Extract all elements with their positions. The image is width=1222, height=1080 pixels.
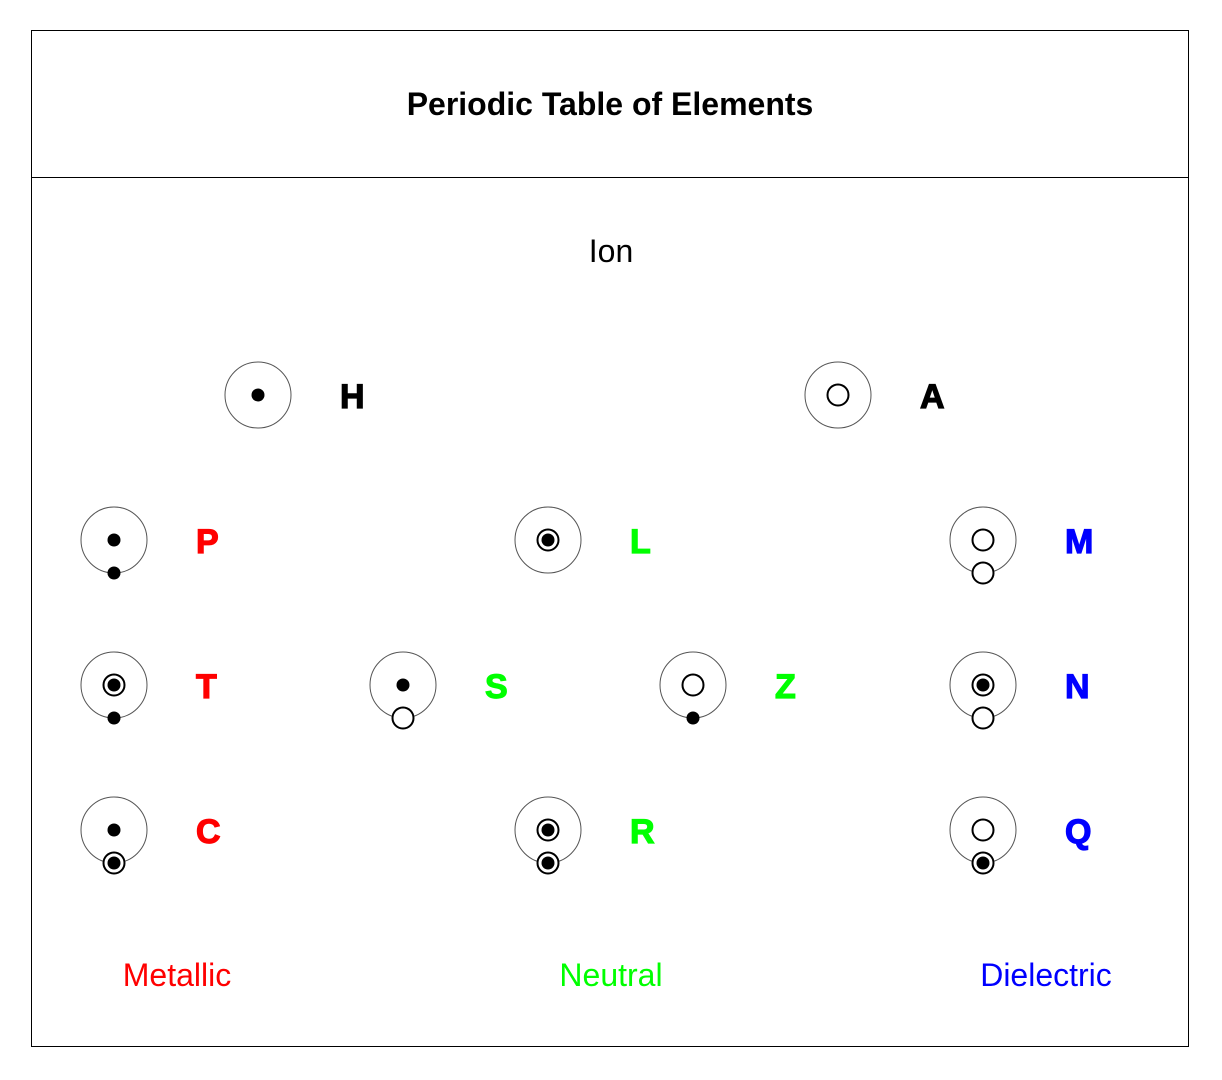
- center-ring: [826, 383, 850, 407]
- satellite-dot: [107, 856, 121, 870]
- element-symbol: N: [1065, 668, 1090, 706]
- element-symbol: M: [1065, 523, 1093, 561]
- page-title: Periodic Table of Elements: [406, 85, 814, 122]
- ion-label: Ion: [589, 233, 633, 269]
- center-dot: [976, 678, 990, 692]
- element-p: P: [80, 506, 219, 580]
- element-symbol: T: [196, 668, 217, 706]
- center-dot: [107, 533, 121, 547]
- satellite-ring: [971, 561, 995, 585]
- element-symbol: P: [196, 523, 219, 561]
- center-dot: [541, 533, 555, 547]
- element-n: N: [949, 651, 1090, 730]
- element-symbol: S: [485, 668, 508, 706]
- satellite-ring: [391, 706, 415, 730]
- satellite-dot: [541, 856, 555, 870]
- element-symbol: L: [630, 523, 651, 561]
- element-r: R: [514, 796, 655, 875]
- element-symbol: Q: [1065, 813, 1091, 851]
- center-dot: [396, 678, 410, 692]
- element-symbol: Z: [775, 668, 796, 706]
- center-dot: [107, 823, 121, 837]
- satellite-dot: [107, 711, 121, 725]
- title-bar: Periodic Table of Elements: [32, 31, 1188, 178]
- satellite-dot: [976, 856, 990, 870]
- center-ring: [681, 673, 705, 697]
- group-label-neutral: Neutral: [559, 957, 662, 993]
- group-label-metallic: Metallic: [123, 957, 231, 993]
- element-shell: [514, 506, 582, 574]
- element-s: S: [369, 651, 508, 730]
- element-c: C: [80, 796, 221, 875]
- center-ring: [971, 818, 995, 842]
- element-symbol: C: [196, 813, 221, 851]
- element-shell: [804, 361, 872, 429]
- center-dot: [107, 678, 121, 692]
- element-z: Z: [659, 651, 796, 725]
- element-t: T: [80, 651, 218, 725]
- element-m: M: [949, 506, 1094, 585]
- element-symbol: A: [920, 378, 945, 416]
- element-shell: [224, 361, 292, 429]
- center-dot: [541, 823, 555, 837]
- satellite-dot: [107, 566, 121, 580]
- satellite-ring: [971, 706, 995, 730]
- element-symbol: R: [630, 813, 655, 851]
- group-label-dielectric: Dielectric: [980, 957, 1112, 993]
- element-h: H: [224, 361, 365, 429]
- element-q: Q: [949, 796, 1092, 875]
- center-dot: [251, 388, 265, 402]
- diagram-frame: Periodic Table of Elements: [31, 30, 1189, 1047]
- element-a: A: [804, 361, 945, 429]
- element-symbol: H: [340, 378, 365, 416]
- center-ring: [971, 528, 995, 552]
- satellite-dot: [686, 711, 700, 725]
- element-l: L: [514, 506, 651, 574]
